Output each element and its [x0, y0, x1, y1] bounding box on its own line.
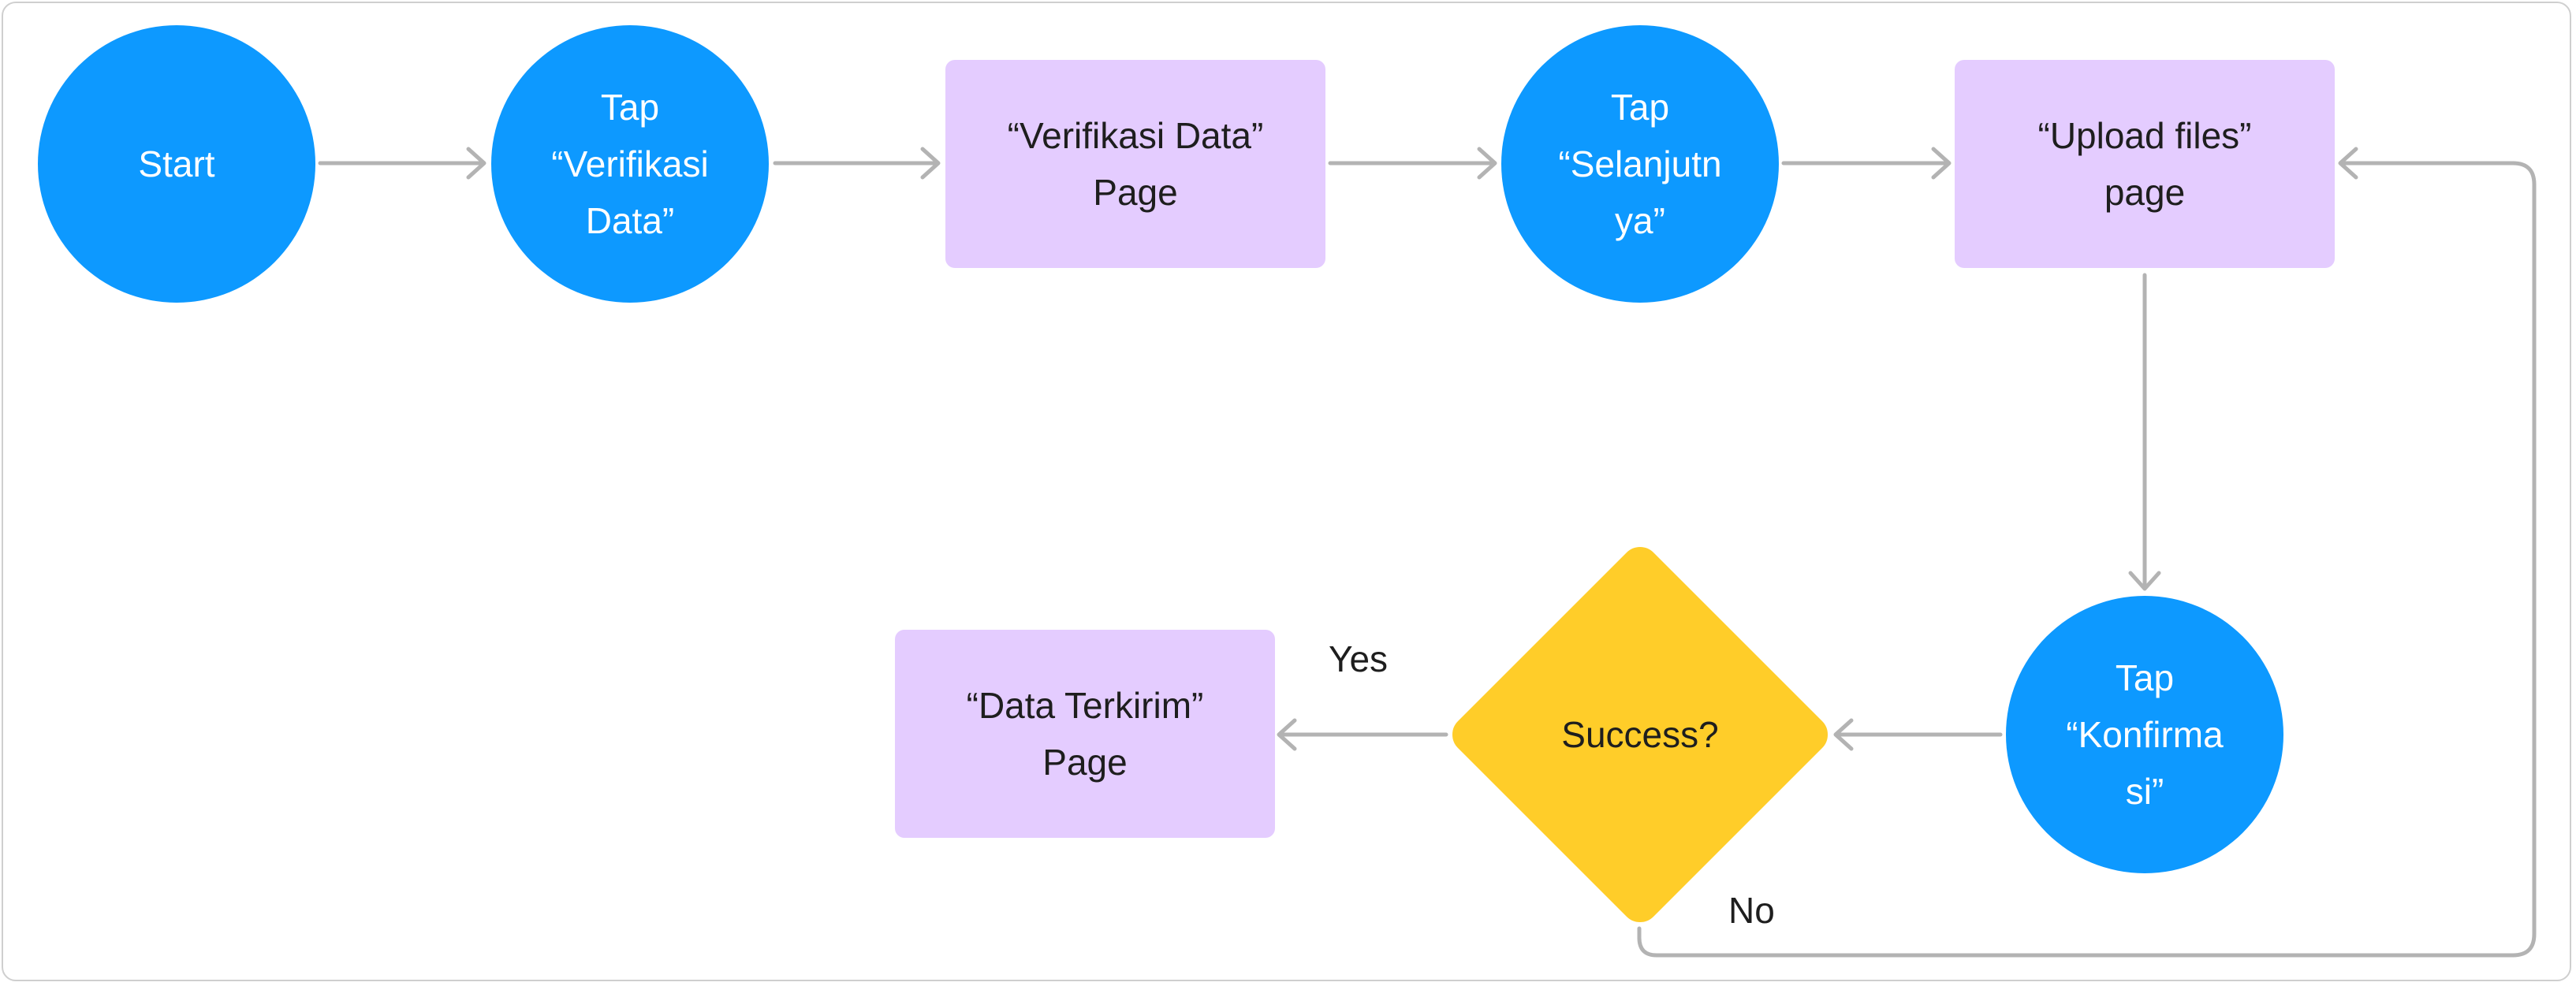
- tap-selanjutnya-label: Tap “Selanjutn ya”: [1558, 87, 1722, 241]
- arrowhead-verifikasi-page: [920, 147, 941, 180]
- tap-verifikasi-node[interactable]: Tap “Verifikasi Data”: [491, 25, 769, 303]
- edge-label-no: No: [1728, 890, 1775, 931]
- tap-verifikasi-label: Tap “Verifikasi Data”: [551, 87, 709, 241]
- data-terkirim-page-node[interactable]: “Data Terkirim” Page: [895, 630, 1275, 838]
- arrowhead-terkirim-page: [1277, 718, 1297, 751]
- success-decision-node[interactable]: Success?: [1449, 544, 1831, 925]
- verifikasi-data-page-node[interactable]: “Verifikasi Data” Page: [945, 60, 1325, 268]
- tap-selanjutnya-node[interactable]: Tap “Selanjutn ya”: [1501, 25, 1779, 303]
- start-node[interactable]: Start: [38, 25, 315, 303]
- arrowhead-upload-loop: [2338, 147, 2358, 180]
- upload-files-page-label: “Upload files” page: [2037, 115, 2252, 213]
- start-label: Start: [138, 143, 215, 184]
- arrowhead-tap-konfirmasi: [2128, 571, 2161, 591]
- edge-label-yes: Yes: [1329, 638, 1389, 679]
- data-terkirim-page-label: “Data Terkirim” Page: [966, 685, 1204, 783]
- arrowhead-tap-verifikasi: [466, 147, 486, 180]
- success-label: Success?: [1561, 714, 1719, 755]
- tap-konfirmasi-label: Tap “Konfirma si”: [2066, 657, 2224, 812]
- decision-diamond-shape: [1452, 547, 1828, 922]
- arrowhead-upload-page: [1931, 147, 1952, 180]
- arrowhead-tap-selanjutnya: [1477, 147, 1497, 180]
- upload-files-page-node[interactable]: “Upload files” page: [1955, 60, 2335, 268]
- connector-success-no-loop: [1637, 161, 2537, 958]
- tap-konfirmasi-node[interactable]: Tap “Konfirma si”: [2006, 596, 2283, 873]
- verifikasi-data-page-label: “Verifikasi Data” Page: [1007, 115, 1264, 213]
- arrowhead-success: [1833, 718, 1854, 751]
